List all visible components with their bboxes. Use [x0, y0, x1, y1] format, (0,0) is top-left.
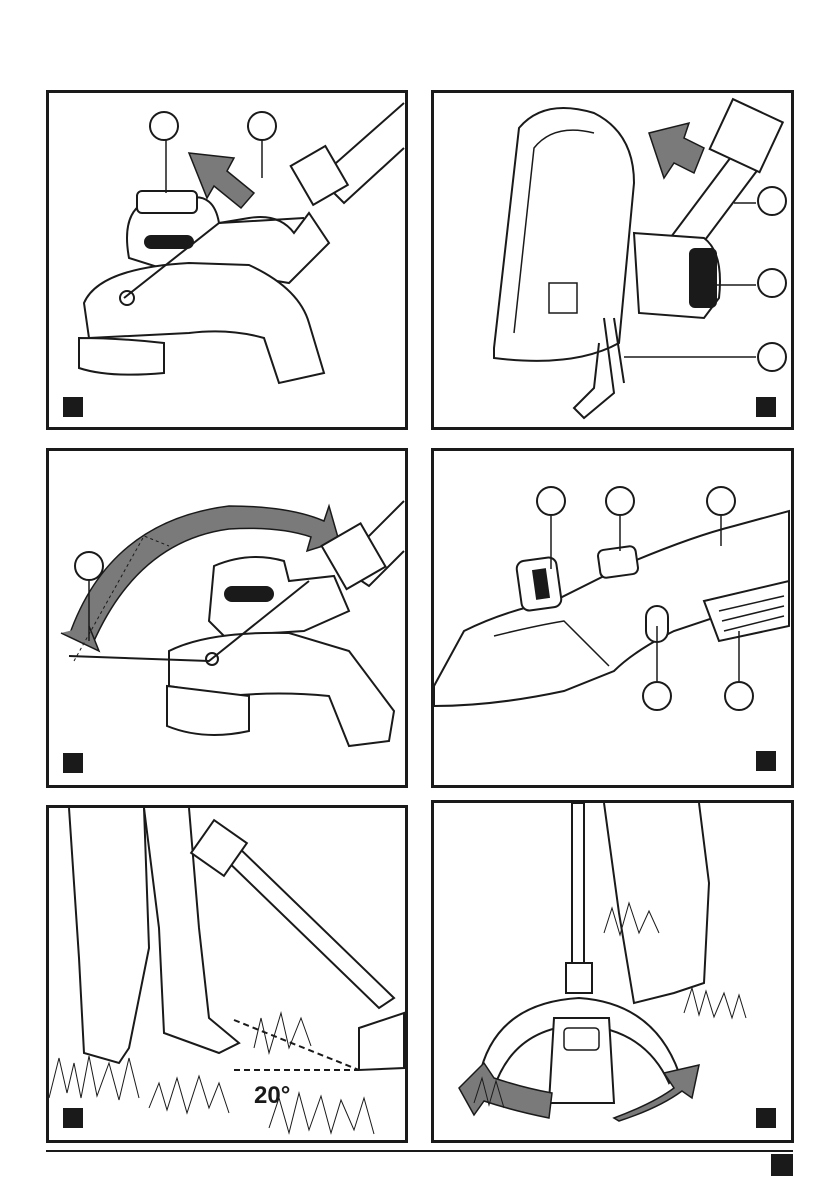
figure-marker: [756, 397, 776, 417]
footer-rule: [46, 1150, 793, 1152]
edge-guide-rotation-illustration-c: [49, 451, 405, 785]
figure-marker: [63, 1108, 83, 1128]
page-marker: [771, 1154, 793, 1176]
callout-circle: [642, 681, 672, 711]
callout-circle: [724, 681, 754, 711]
trimmer-guard-illustration-b: [434, 93, 791, 427]
sweeping-motion-illustration-f: [434, 803, 791, 1140]
figure-marker: [756, 1108, 776, 1128]
figure-panel-e: 20°: [46, 805, 408, 1143]
figure-marker: [756, 751, 776, 771]
figure-panel-f: [431, 800, 794, 1143]
callout-circle: [605, 486, 635, 516]
figure-marker: [63, 753, 83, 773]
callout-circle: [74, 551, 104, 581]
figure-panel-a: [46, 90, 408, 430]
figure-panel-c: [46, 448, 408, 788]
figure-panel-d: [431, 448, 794, 788]
trimming-angle-illustration-e: 20°: [49, 808, 405, 1140]
callout-circle: [757, 342, 787, 372]
callout-circle: [757, 186, 787, 216]
trimmer-head-illustration-a: [49, 93, 405, 427]
angle-label: 20°: [254, 1082, 290, 1109]
callout-circle: [149, 111, 179, 141]
callout-circle: [536, 486, 566, 516]
callout-circle: [247, 111, 277, 141]
figure-marker: [63, 397, 83, 417]
callout-circle: [706, 486, 736, 516]
callout-circle: [757, 268, 787, 298]
figure-panel-b: [431, 90, 794, 430]
